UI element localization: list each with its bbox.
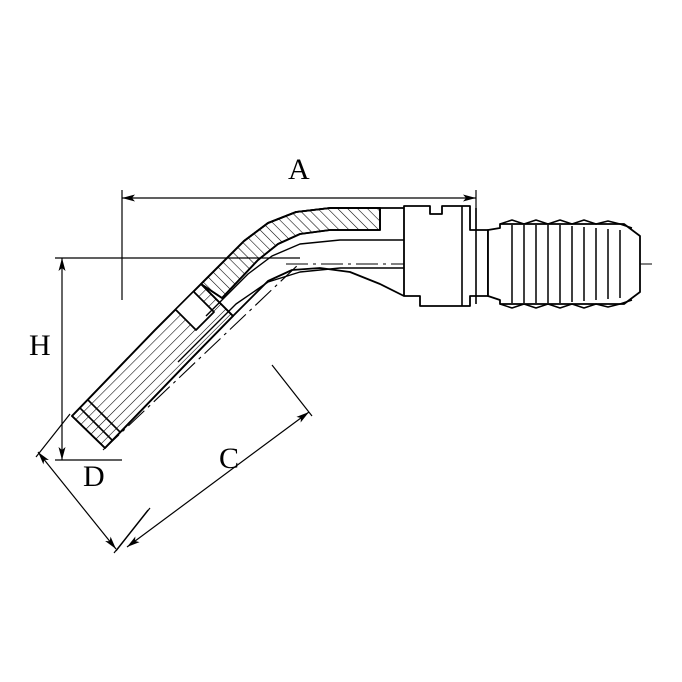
neck-band-outline	[200, 207, 381, 299]
barb-taper-lines	[499, 219, 633, 309]
neck-hatched-band	[200, 207, 381, 299]
extension-line-c-left	[115, 507, 151, 552]
dimension-line-c	[126, 411, 310, 548]
fitting-body	[71, 205, 641, 449]
extension-line-c-right	[271, 364, 313, 417]
dimension-label-h: H	[29, 329, 51, 362]
collar-ring	[461, 206, 477, 306]
flange-face-lines	[79, 399, 121, 441]
dimension-lines	[35, 190, 477, 554]
dimension-label-d: D	[83, 460, 105, 493]
dimension-label-c: C	[219, 442, 240, 475]
centerline-inclined	[102, 262, 301, 451]
dimension-line-d	[37, 451, 117, 550]
hex-body-section	[403, 205, 489, 307]
extension-line-d-upper	[35, 413, 71, 458]
neck-lower-edge	[232, 267, 405, 317]
barb-serrations	[511, 225, 621, 303]
hose-barb	[487, 223, 641, 305]
internal-bore-lines	[177, 239, 404, 363]
flange-step	[175, 291, 215, 331]
dimension-label-a: A	[288, 153, 310, 186]
